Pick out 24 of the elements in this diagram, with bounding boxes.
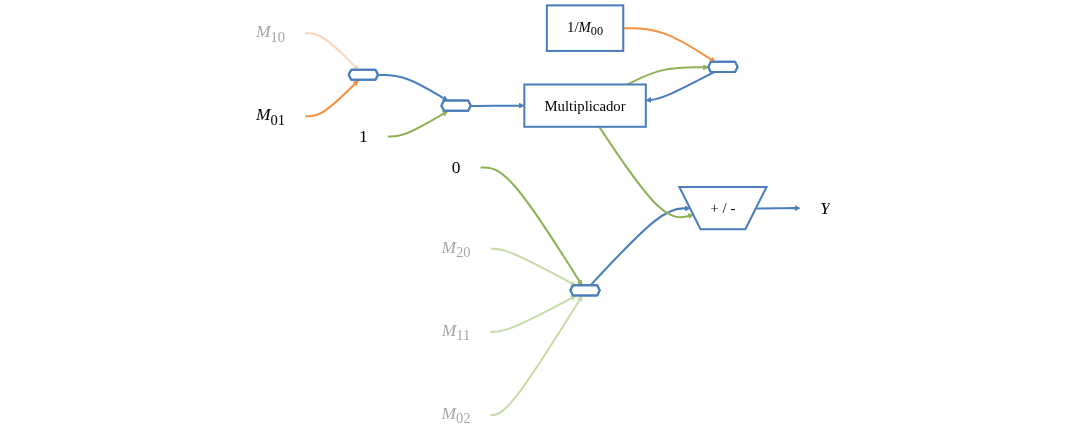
node-text: 1 xyxy=(358,126,368,147)
arrow xyxy=(623,27,716,63)
node-text: M$_{10}$ xyxy=(256,21,286,45)
node-box: Multiplicador xyxy=(523,83,647,128)
node-box: 1/M$_{00}$ xyxy=(545,4,625,52)
arrow xyxy=(589,205,691,287)
arrow xyxy=(490,295,577,333)
arrow xyxy=(490,247,577,286)
node-text: M$_{01}$ xyxy=(256,104,286,128)
arrow xyxy=(387,110,449,138)
arrow xyxy=(480,166,583,286)
arrow xyxy=(598,126,694,220)
arrow xyxy=(645,71,715,103)
node-text: M$_{20}$ xyxy=(441,237,471,261)
arrow xyxy=(305,79,359,118)
arrow xyxy=(756,205,801,212)
node-text: M$_{02}$ xyxy=(441,403,471,427)
node-text: M$_{11}$ xyxy=(441,320,471,344)
arrow xyxy=(490,295,583,416)
arrow xyxy=(471,102,525,109)
node-text: 0 xyxy=(451,157,461,178)
node-text: Y xyxy=(820,198,830,218)
arrow xyxy=(378,74,449,102)
arrow xyxy=(305,32,359,71)
